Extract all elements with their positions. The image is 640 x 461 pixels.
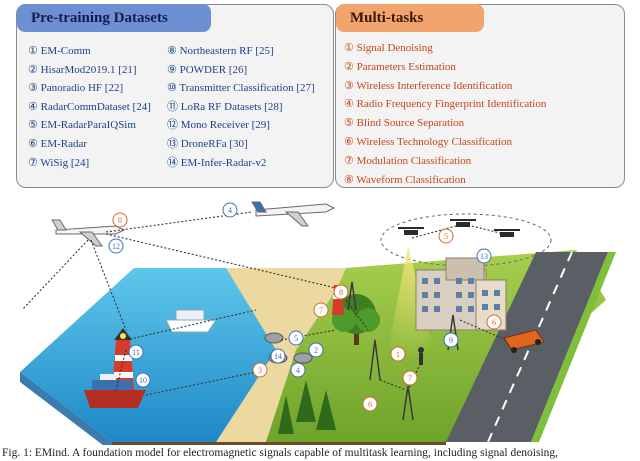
badge-12: 12 <box>108 238 124 254</box>
dataset-item: ④ RadarCommDataset [24] <box>28 100 151 113</box>
task-item: ⑧ Waveform Classification <box>344 173 466 186</box>
dataset-item: ⑭ EM-Infer-Radar-v2 <box>167 156 267 169</box>
svg-text:5: 5 <box>444 232 448 241</box>
pretraining-datasets-panel: Pre-training Datasets ① EM-Comm ② HisarM… <box>16 4 334 188</box>
svg-text:14: 14 <box>274 352 282 361</box>
svg-text:8: 8 <box>339 288 343 297</box>
svg-text:11: 11 <box>132 348 140 357</box>
svg-text:6: 6 <box>492 318 496 327</box>
badge-9: 9 <box>443 332 459 348</box>
road-right-verge <box>531 252 616 442</box>
drone-swarm-ellipse <box>380 213 552 267</box>
svg-text:7: 7 <box>408 374 412 383</box>
svg-text:12: 12 <box>112 242 120 251</box>
dataset-item: ⑬ DroneRFa [30] <box>167 137 248 150</box>
task-list: ① Signal Denoising ② Parameters Estimati… <box>344 39 546 189</box>
scenario-illustration: 8 4 12 8 7 11 5 14 2 3 10 5 13 9 6 1 7 6… <box>20 201 616 445</box>
badge-4: 4 <box>290 362 306 378</box>
dataset-item: ① EM-Comm <box>28 45 91 57</box>
dataset-item: ⑩ Transmitter Classification [27] <box>167 82 315 95</box>
lighthouse <box>112 328 134 390</box>
svg-text:10: 10 <box>139 376 147 385</box>
svg-text:1: 1 <box>396 350 400 359</box>
task-item: ⑤ Blind Source Separation <box>344 117 465 130</box>
dataset-item: ⑥ EM-Radar <box>28 137 88 150</box>
pretraining-datasets-title: Pre-training Datasets <box>17 4 211 32</box>
cruise-ship <box>165 309 217 333</box>
dataset-item: ⑤ EM-RadarParaIQSim <box>28 119 136 132</box>
svg-text:4: 4 <box>296 366 300 375</box>
person <box>418 347 424 365</box>
svg-text:13: 13 <box>480 252 488 261</box>
multitasks-title: Multi-tasks <box>336 4 484 32</box>
multitasks-panel: Multi-tasks ① Signal Denoising ② Paramet… <box>335 4 625 188</box>
svg-text:8: 8 <box>118 216 122 225</box>
road <box>446 252 608 442</box>
badge-7: 7 <box>313 302 329 318</box>
badge-6: 6 <box>362 396 378 412</box>
radar-beam <box>386 246 436 360</box>
drones <box>398 219 520 237</box>
task-item: ① Signal Denoising <box>344 42 433 54</box>
dataset-item: ③ Panoradio HF [22] <box>28 82 124 95</box>
terrain-side-left <box>20 372 112 445</box>
svg-text:5: 5 <box>294 334 298 343</box>
badge-7: 7 <box>402 370 418 386</box>
svg-text:3: 3 <box>258 366 262 375</box>
badge-5: 5 <box>438 228 454 244</box>
badge-4: 4 <box>222 202 238 218</box>
badge-14: 14 <box>270 348 286 364</box>
dataset-item: ⑪ LoRa RF Datasets [28] <box>167 100 283 113</box>
task-item: ② Parameters Estimation <box>344 60 456 73</box>
svg-text:4: 4 <box>228 206 232 215</box>
airplane-right <box>251 201 336 227</box>
badge-6: 6 <box>486 314 502 330</box>
badge-5: 5 <box>288 330 304 346</box>
dataset-item: ⑦ WiSig [24] <box>28 156 90 169</box>
figure-caption: Fig. 1: EMind. A foundation model for el… <box>2 447 559 459</box>
dataset-list-left: ① EM-Comm ② HisarMod2019.1 [21] ③ Panora… <box>28 42 151 172</box>
badge-2: 2 <box>308 342 324 358</box>
dataset-list-right: ⑧ Northeastern RF [25] ⑨ POWDER [26] ⑩ T… <box>167 42 315 172</box>
dataset-item: ② HisarMod2019.1 [21] <box>28 63 137 76</box>
badge-11: 11 <box>128 344 144 360</box>
terrain-side-front <box>112 442 446 445</box>
badge-8: 8 <box>112 212 128 228</box>
badge-10: 10 <box>135 372 151 388</box>
svg-text:2: 2 <box>314 346 318 355</box>
badge-3: 3 <box>252 362 268 378</box>
task-item: ⑦ Modulation Classification <box>344 154 472 167</box>
city-buildings <box>415 257 507 331</box>
task-item: ④ Radio Frequency Fingerprint Identifica… <box>344 98 547 111</box>
cargo-ship <box>84 374 146 408</box>
svg-text:9: 9 <box>449 336 453 345</box>
task-item: ③ Wireless Interference Identification <box>344 79 513 92</box>
svg-text:7: 7 <box>319 306 323 315</box>
badge-1: 1 <box>390 346 406 362</box>
badge-8: 8 <box>333 284 349 300</box>
dataset-item: ⑨ POWDER [26] <box>167 63 248 76</box>
badge-13: 13 <box>476 248 492 264</box>
task-item: ⑥ Wireless Technology Classification <box>344 135 513 148</box>
dataset-item: ⑧ Northeastern RF [25] <box>167 45 274 57</box>
car <box>503 329 545 353</box>
dataset-item: ⑫ Mono Receiver [29] <box>167 119 270 132</box>
svg-text:6: 6 <box>368 400 372 409</box>
